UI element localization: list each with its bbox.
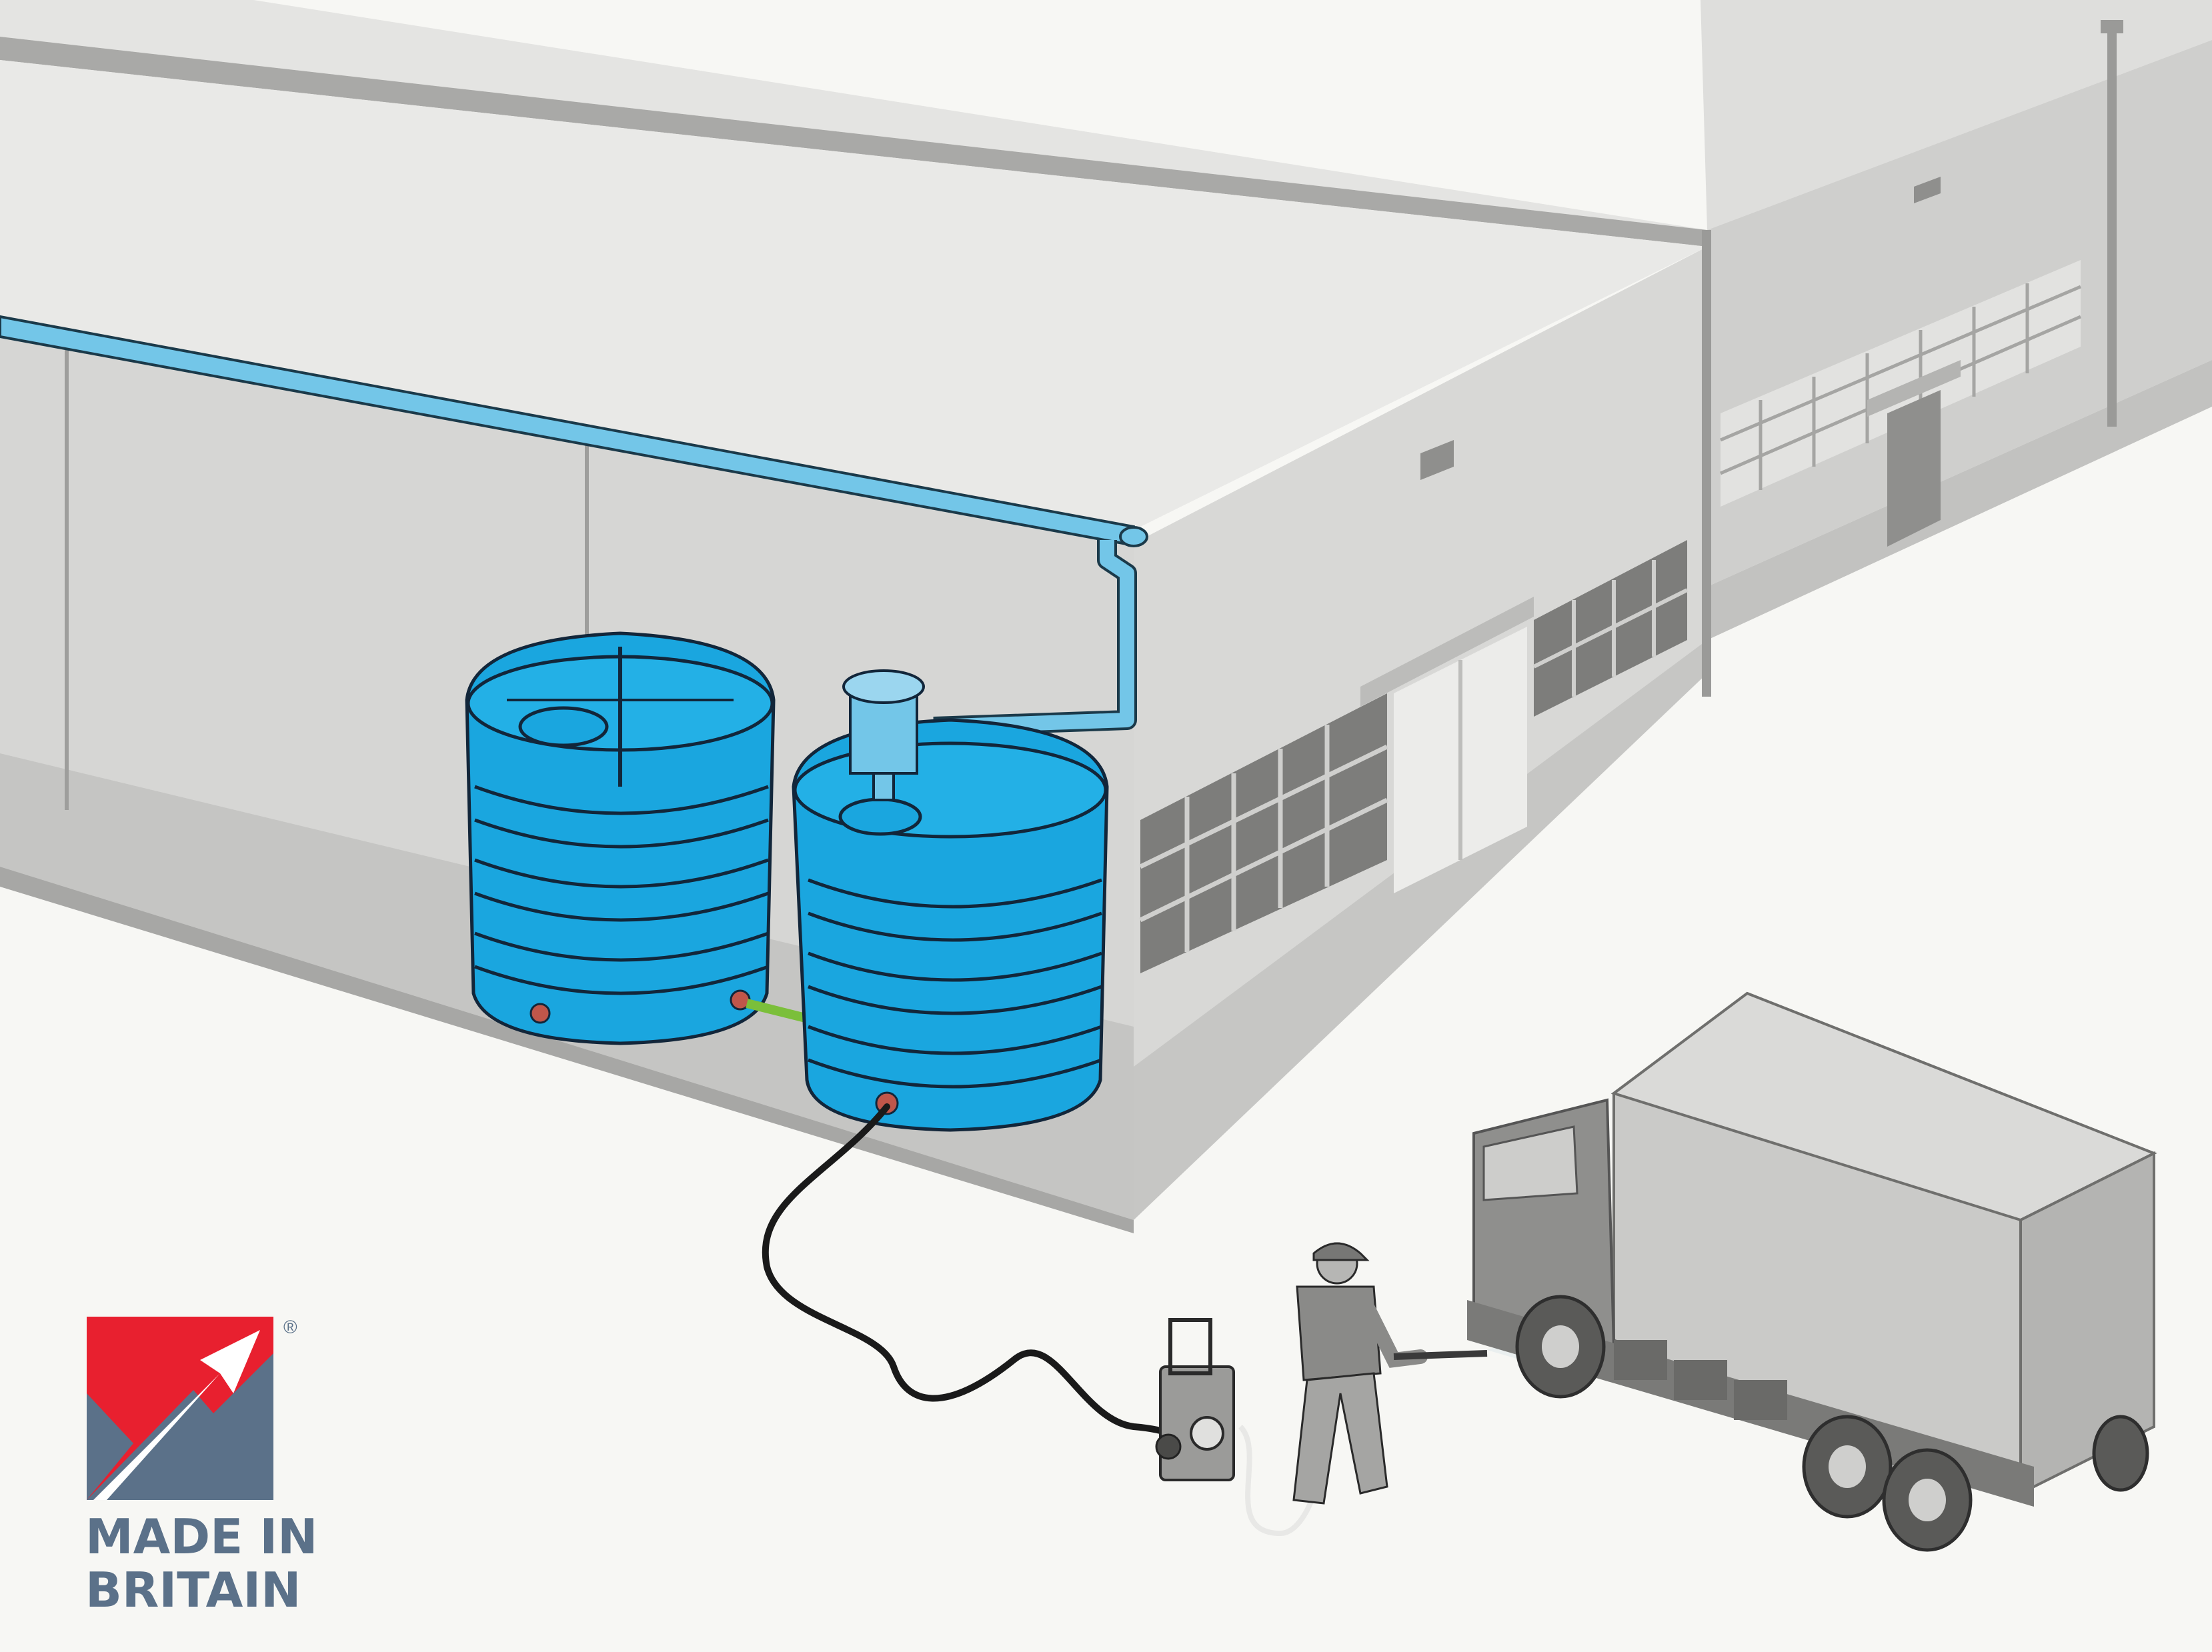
back-warehouse: [1701, 0, 2212, 640]
pressure-washer: [1155, 1318, 1327, 1537]
made-in-britain-logo: ® MADE IN BRITAIN: [85, 1317, 317, 1618]
truck: [1467, 991, 2157, 1552]
registered-mark: ®: [283, 1317, 297, 1337]
water-tank-left: [465, 631, 776, 1045]
water-tank-right: [792, 669, 1109, 1132]
logo-line-1: MADE IN: [85, 1509, 317, 1565]
rain-gutter: [0, 315, 1148, 737]
rainwater-filter: [842, 669, 925, 801]
logo-line-2: BRITAIN: [85, 1562, 301, 1618]
worker: [1292, 1242, 1488, 1505]
hose: [762, 1103, 1180, 1439]
